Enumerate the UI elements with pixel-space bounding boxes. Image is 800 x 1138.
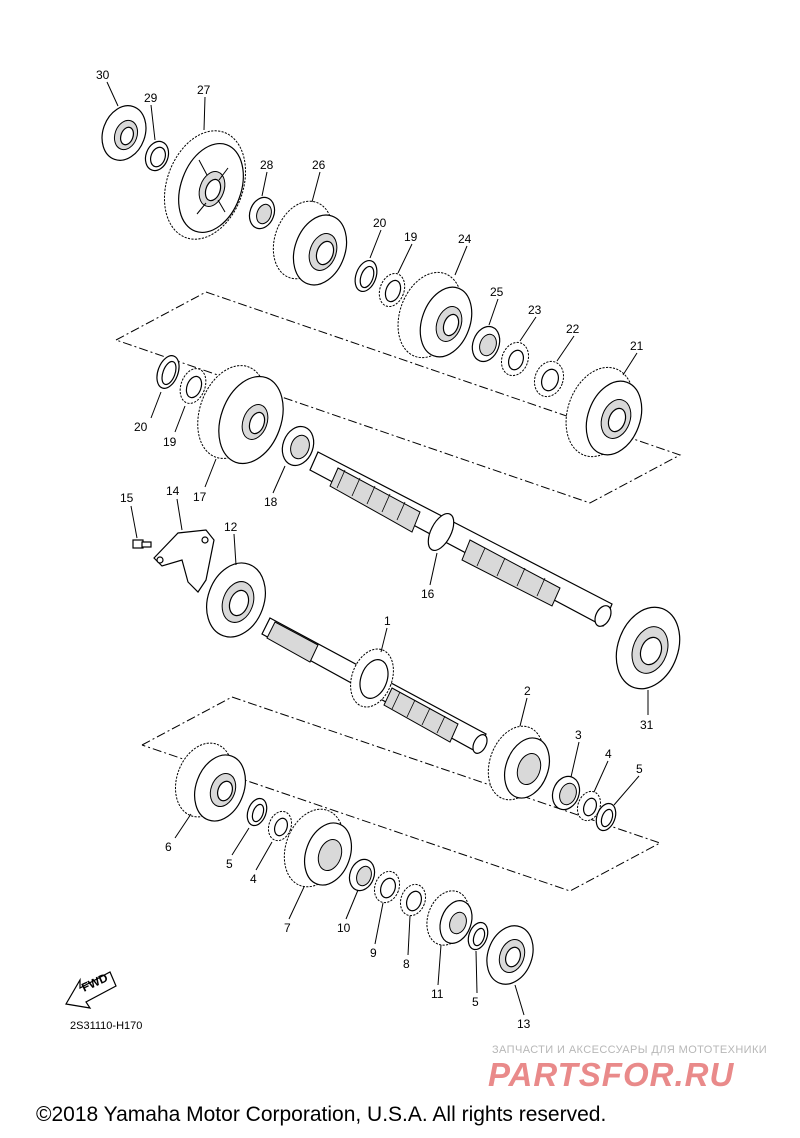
callout-15: 15 [120, 491, 134, 505]
callout-30: 30 [96, 68, 110, 82]
callout-20-upper: 20 [373, 216, 387, 230]
circlip-5-left [246, 797, 268, 827]
lower-assembly-outline [141, 696, 662, 892]
callout-29: 29 [144, 91, 158, 105]
gear-2 [487, 725, 551, 801]
callout-7: 7 [284, 921, 291, 935]
washer-23 [500, 341, 530, 377]
callout-26: 26 [312, 158, 326, 172]
washer-22 [533, 360, 565, 398]
callout-13: 13 [517, 1017, 531, 1031]
screw-15 [132, 539, 152, 549]
callout-6: 6 [165, 840, 172, 854]
callout-31: 31 [640, 718, 654, 732]
bearing-30 [101, 105, 147, 161]
callout-10: 10 [337, 921, 351, 935]
callout-17: 17 [193, 490, 207, 504]
callout-11: 11 [431, 987, 444, 1001]
callout-4-left: 4 [250, 872, 257, 886]
callout-21: 21 [630, 339, 644, 353]
callout-22: 22 [566, 322, 580, 336]
callout-9: 9 [370, 946, 377, 960]
circlip-5-bottom [467, 921, 489, 951]
callout-16: 16 [421, 587, 435, 601]
washer-4-left [267, 810, 293, 842]
main-axle-16 [309, 451, 613, 627]
callout-18: 18 [264, 495, 278, 509]
bearing-18 [281, 425, 315, 467]
washer-9 [373, 870, 401, 904]
callout-24: 24 [458, 232, 472, 246]
callout-5-left: 5 [226, 857, 233, 871]
callout-23: 23 [528, 303, 542, 317]
bearing-13 [486, 925, 534, 985]
bearing-28 [248, 196, 276, 230]
callout-19-upper: 19 [404, 230, 418, 244]
circlip-20-upper [354, 259, 378, 293]
bearing-12 [206, 562, 266, 638]
upper-assembly-outline [115, 291, 682, 504]
circlip-5-right [595, 802, 617, 832]
callout-27: 27 [197, 83, 211, 97]
leader-lines [106, 81, 649, 1016]
watermark-caption: ЗАПЧАСТИ И АКСЕССУАРЫ ДЛЯ МОТОТЕХНИКИ [492, 1044, 768, 1056]
callout-28: 28 [260, 158, 274, 172]
bearing-10 [348, 858, 376, 892]
callout-1: 1 [384, 614, 391, 628]
callout-19-lower: 19 [163, 435, 177, 449]
callout-4-right: 4 [605, 747, 612, 761]
gear-27 [163, 130, 247, 240]
callout-2: 2 [524, 684, 531, 698]
callout-3: 3 [575, 728, 582, 742]
callout-25: 25 [490, 285, 504, 299]
callout-5-bottom: 5 [472, 995, 479, 1009]
drive-axle-1 [261, 617, 488, 754]
gear-7 [283, 808, 352, 888]
callout-labels: 30 29 27 28 26 20 19 24 25 23 22 21 20 1… [96, 68, 654, 1031]
diagram-code: 2S31110-H170 [70, 1020, 143, 1032]
callout-14: 14 [166, 484, 180, 498]
gear-6 [174, 742, 246, 822]
washer-19-lower [179, 368, 207, 404]
gear-26 [272, 200, 348, 286]
circlip-20-lower [156, 355, 180, 389]
watermark-logo: PARTSFOR.RU [488, 1056, 735, 1093]
copyright-notice: ©2018 Yamaha Motor Corporation, U.S.A. A… [36, 1103, 607, 1126]
bearing-3 [551, 775, 581, 811]
gear-11 [426, 890, 473, 946]
gear-17 [197, 365, 284, 465]
forward-arrow-icon: FWD [65, 970, 117, 1009]
washer-29 [144, 140, 170, 172]
callout-8: 8 [403, 957, 410, 971]
washer-8 [399, 883, 427, 917]
bearing-31 [615, 606, 681, 690]
callout-12: 12 [224, 520, 238, 534]
callout-20-lower: 20 [134, 420, 148, 434]
plate-14 [153, 529, 215, 593]
washer-19-upper [378, 273, 406, 307]
gear-24 [397, 271, 473, 359]
bearing-25 [471, 325, 501, 363]
gear-21 [565, 366, 643, 458]
callout-5-right: 5 [636, 762, 643, 776]
